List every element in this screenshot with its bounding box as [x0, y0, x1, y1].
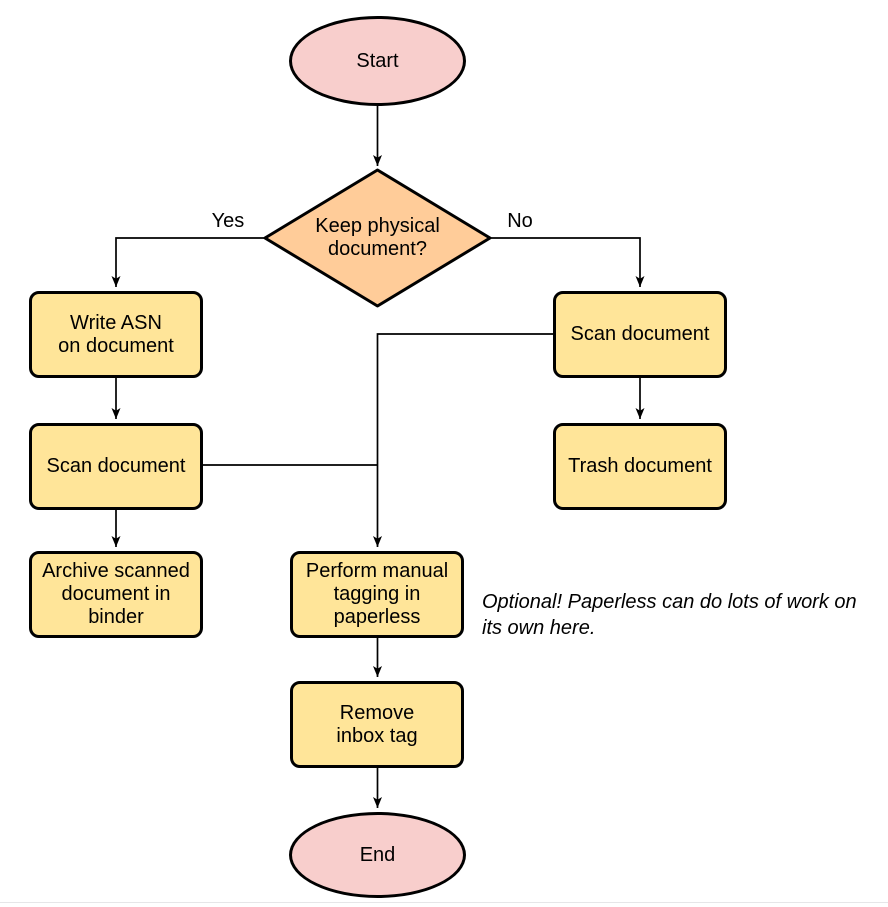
node-decision-label: Keep physical document? — [315, 215, 440, 260]
edge-label-yes: Yes — [211, 210, 245, 232]
node-trash-document: Trash document — [553, 423, 727, 510]
node-archive-scanned: Archive scanned document in binder — [29, 551, 203, 638]
node-decision-shape — [263, 168, 492, 308]
annotation-optional-note: Optional! Paperless can do lots of work … — [482, 591, 857, 639]
node-archive-scanned-label: Archive scanned document in binder — [42, 560, 190, 628]
page-bottom-border — [0, 902, 888, 903]
node-end-label: End — [359, 843, 396, 866]
edge-label-no: No — [507, 210, 533, 232]
node-end: End — [289, 812, 466, 898]
node-remove-inbox-tag: Remove inbox tag — [290, 681, 464, 768]
edge-decision-to-scan-right — [490, 237, 645, 287]
edge-decision-to-write-asn — [111, 237, 265, 287]
node-scan-document-right: Scan document — [553, 291, 727, 378]
node-write-asn: Write ASN on document — [29, 291, 203, 378]
node-scan-document-left: Scan document — [29, 423, 203, 510]
node-scan-document-right-label: Scan document — [570, 323, 710, 345]
node-scan-document-left-label: Scan document — [46, 455, 186, 477]
node-trash-document-label: Trash document — [568, 455, 712, 477]
node-perform-tagging: Perform manual tagging in paperless — [290, 551, 464, 638]
edge-scan-right-to-perform-tagging — [373, 333, 553, 547]
node-perform-tagging-label: Perform manual tagging in paperless — [305, 560, 449, 628]
node-start: Start — [289, 16, 466, 106]
node-start-label: Start — [356, 49, 399, 72]
node-remove-inbox-tag-label: Remove inbox tag — [336, 701, 418, 747]
node-write-asn-label: Write ASN on document — [58, 311, 174, 357]
